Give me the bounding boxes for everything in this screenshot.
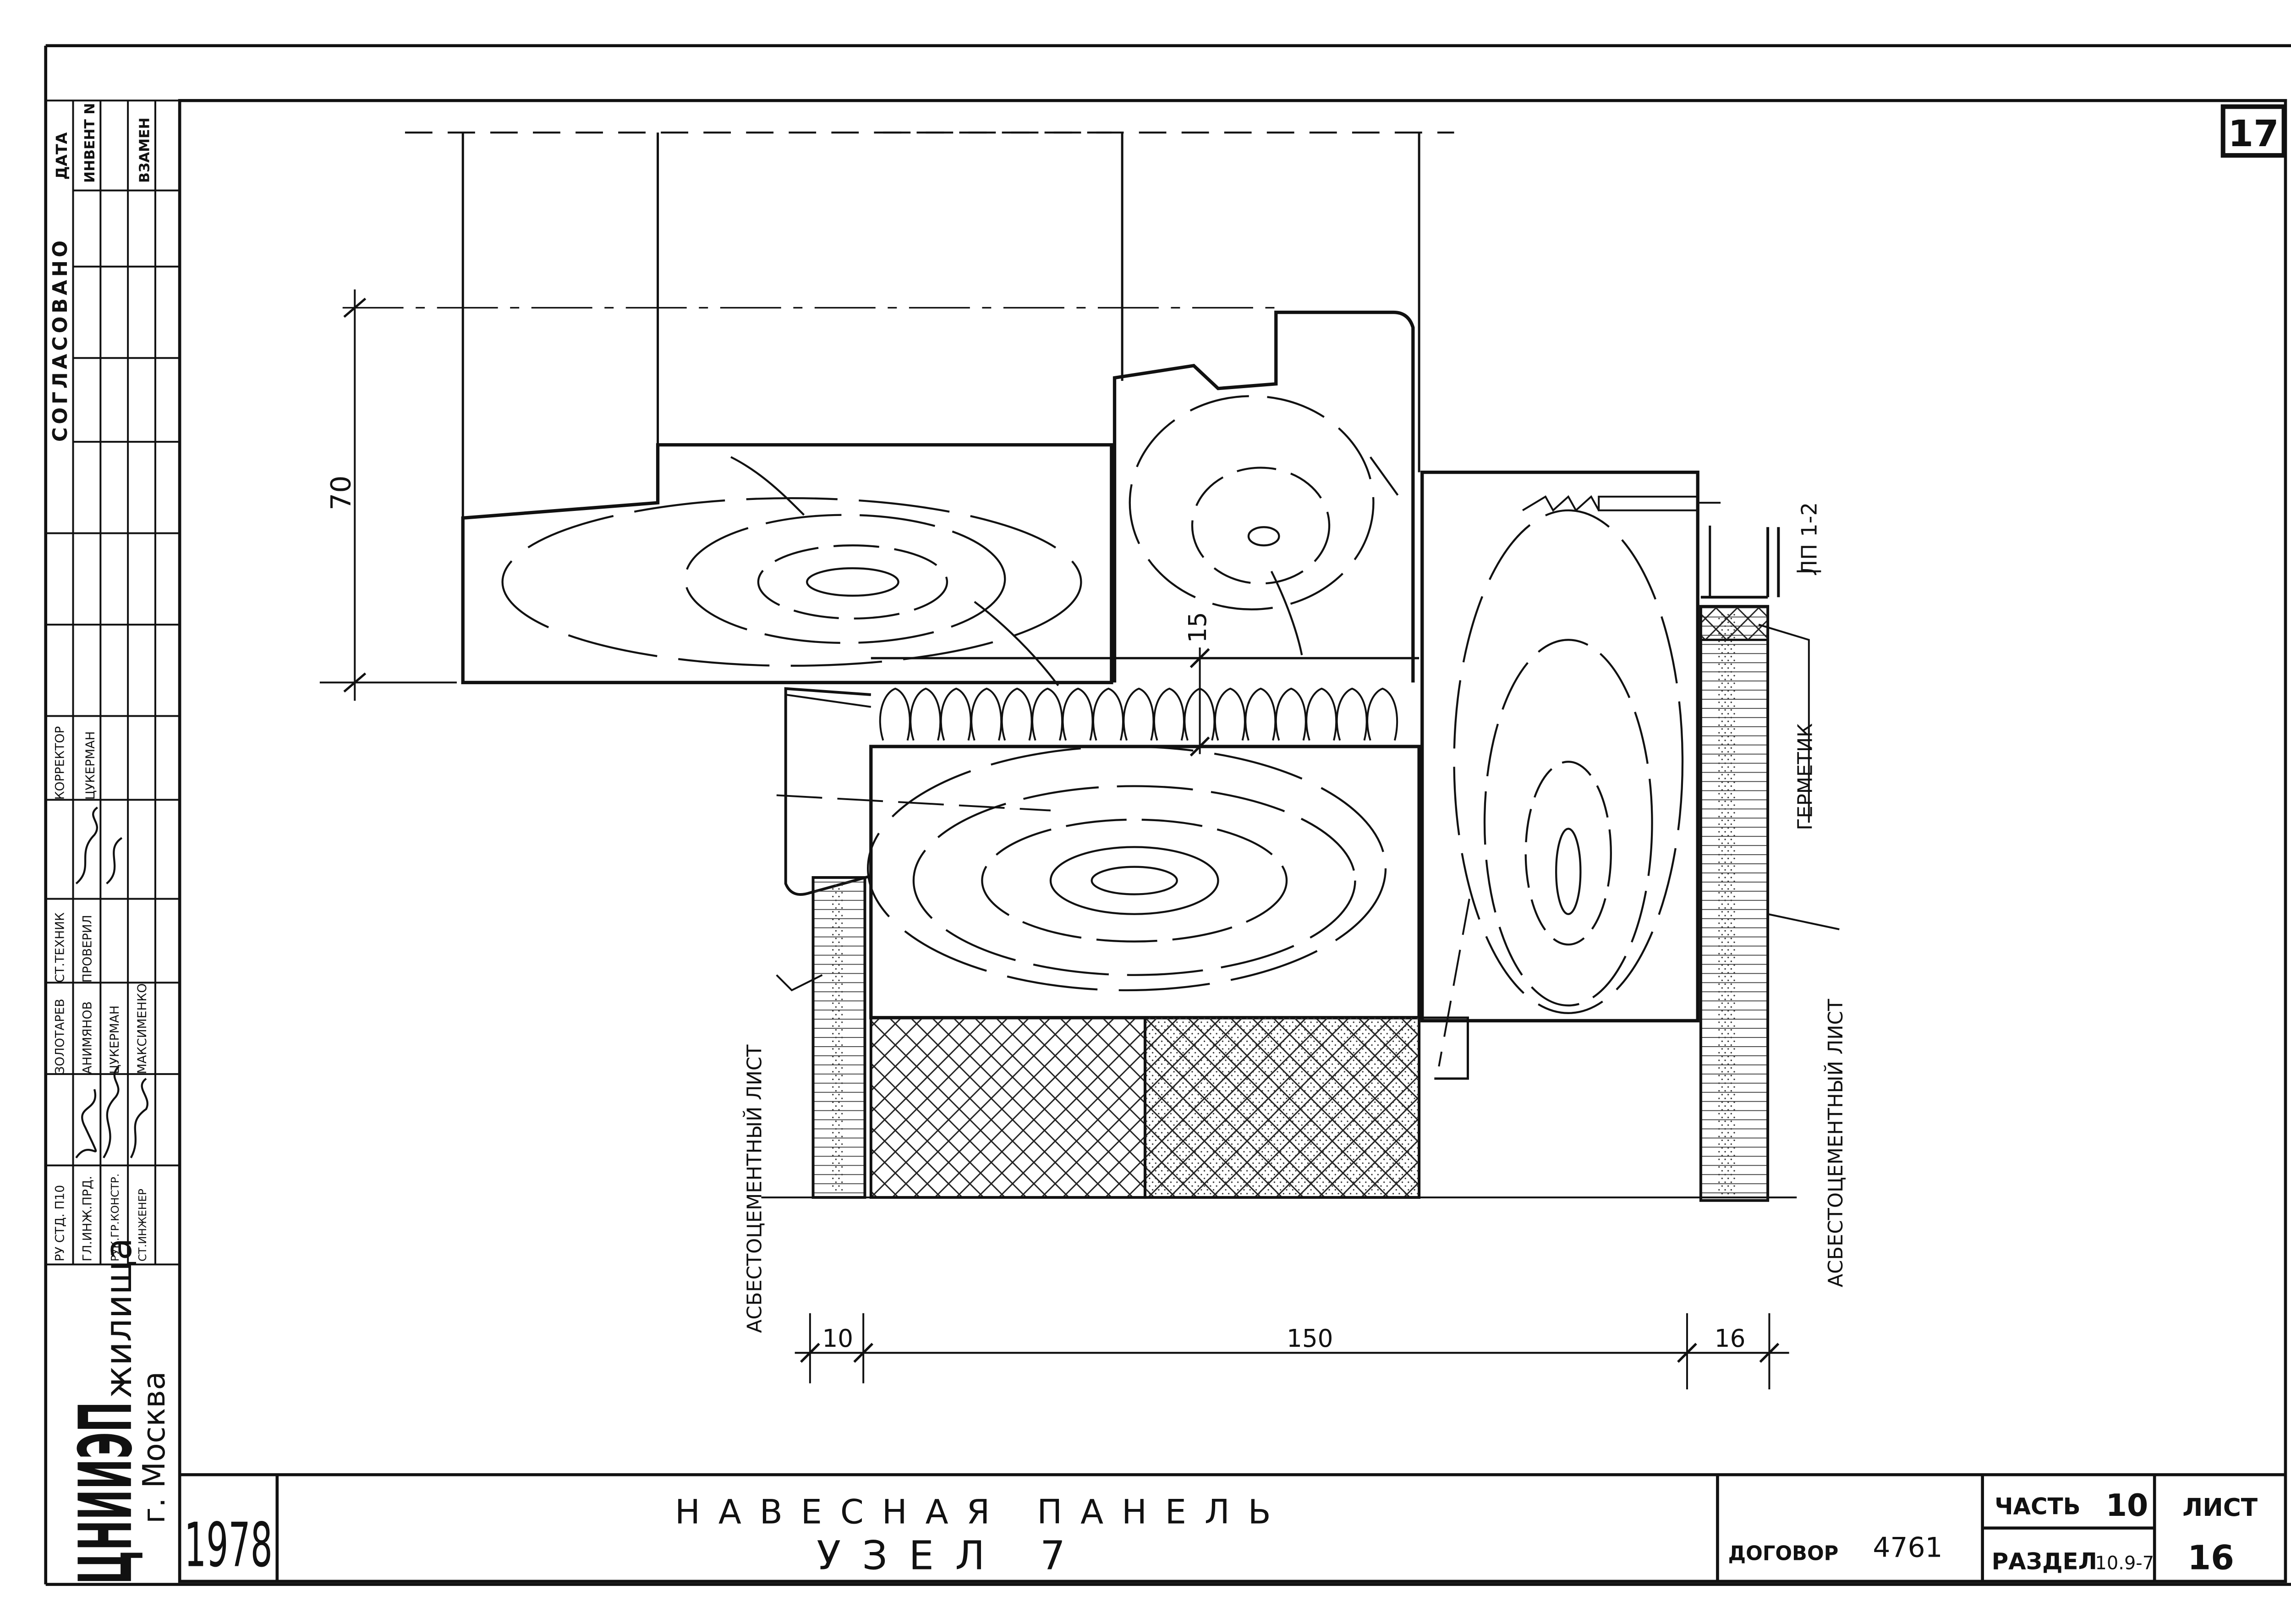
side-replaces-label: ВЗАМЕН (137, 118, 153, 183)
label-asbestos-sheet-right: АСБЕСТОЦЕМЕНТНЫЙ ЛИСТ (1824, 999, 1847, 1287)
contract-number: 4761 (1873, 1532, 1942, 1564)
section-label: РАЗДЕЛ (1992, 1548, 2097, 1575)
side-agreed-label: СОГЛАСОВАНО (49, 237, 72, 442)
section-number: 10.9-7 (2095, 1553, 2154, 1574)
org-main: ЦНИИЭП (63, 1402, 148, 1585)
title-line-2: УЗЕЛ 7 (817, 1533, 1086, 1579)
side-name-1: ЗОЛОТАРЕВ (53, 999, 67, 1074)
label-asbestos-sheet-left: АСБЕСТОЦЕМЕНТНЫЙ ЛИСТ (743, 1044, 767, 1333)
sheet-number: 16 (2187, 1538, 2234, 1577)
side-role-2: ГЛ.ИНЖ.ПРД. (80, 1176, 94, 1262)
side-inventory-label: ИНВЕНТ N (82, 103, 98, 183)
side-name-5: ЦУКЕРМАН (83, 731, 98, 800)
side-role-1: РУ СТД. П10 (53, 1185, 67, 1262)
dimension-16: 16 (1715, 1324, 1746, 1353)
dimension-70: 70 (325, 476, 357, 510)
label-germetik: ГЕРМЕТИК (1794, 723, 1817, 830)
dimension-150: 150 (1287, 1324, 1333, 1353)
side-role-3: РУК.ГР.КОНСТР. (109, 1174, 121, 1262)
contract-label: ДОГОВОР (1728, 1542, 1839, 1565)
sheet-label: ЛИСТ (2182, 1493, 2258, 1522)
part-label: ЧАСТЬ (1995, 1493, 2080, 1520)
side-approval-block (45, 99, 180, 1266)
label-lp: ЛП 1-2 (1797, 502, 1821, 576)
title-line-1: НАВЕСНАЯ ПАНЕЛЬ (675, 1493, 1289, 1532)
side-date-label: ДАТА (53, 132, 71, 180)
sheet-frame (44, 44, 2291, 1586)
side-role-7: КОРРЕКТОР (53, 726, 67, 800)
side-name-4: МАКСИМЕНКО (135, 983, 149, 1074)
org-sub: жилища (97, 1238, 140, 1399)
detail-drawing (319, 132, 1840, 1390)
corner-number-box: 17 (2220, 104, 2286, 158)
side-name-3: ЦУКЕРМАН (108, 1005, 122, 1074)
year: 1978 (184, 1510, 273, 1581)
dimension-15: 15 (1184, 612, 1212, 643)
signature-scribbles (75, 807, 148, 1158)
side-role-4: СТ.ИНЖЕНЕР (137, 1189, 149, 1262)
org-city: г. Москва (136, 1372, 172, 1524)
side-role-6: ПРОВЕРИЛ (80, 915, 94, 982)
corner-number: 17 (2228, 112, 2279, 155)
side-name-2: АНИМЯНОВ (80, 1001, 94, 1074)
title-block (180, 1473, 2286, 1581)
part-number: 10 (2106, 1487, 2148, 1523)
dimension-10: 10 (822, 1324, 853, 1353)
side-role-5: СТ.ТЕХНИК (53, 912, 67, 982)
